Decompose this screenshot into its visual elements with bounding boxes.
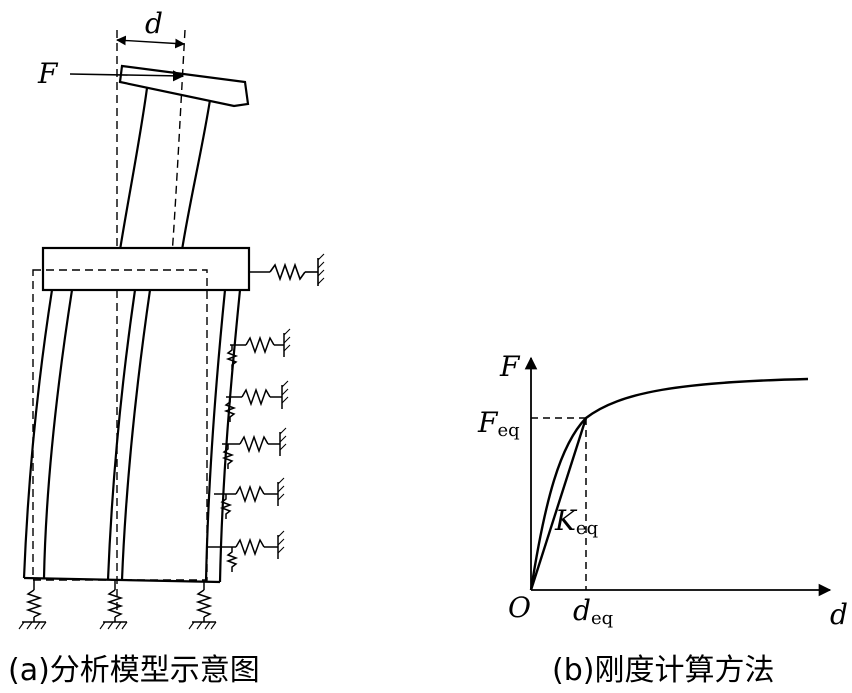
slab-horizontal-spring — [249, 253, 325, 286]
base-springs — [18, 578, 217, 630]
y-axis-label: F — [499, 350, 521, 383]
k-eq-label: Keq — [554, 504, 598, 539]
equivalent-stiffness-secant — [529, 417, 588, 591]
force-arrow — [69, 70, 185, 82]
side-spring-2 — [223, 380, 289, 422]
base-spring-middle — [99, 580, 128, 630]
side-spring-1 — [225, 328, 291, 370]
caption-a: (a)分析模型示意图 — [8, 653, 260, 688]
displacement-label: d — [145, 7, 163, 40]
lower-walls — [22, 289, 242, 583]
x-axis-label: d — [830, 598, 848, 631]
base-spring-left — [18, 578, 47, 630]
k-eq-main: K — [554, 504, 578, 537]
side-springs — [206, 328, 291, 572]
base-slab — [23, 576, 221, 584]
force-displacement-curve — [529, 377, 809, 591]
d-eq-sub: eq — [591, 608, 613, 629]
transfer-slab — [41, 246, 251, 292]
side-spring-5 — [206, 530, 285, 572]
k-eq-sub: eq — [576, 518, 598, 539]
side-spring-3 — [221, 427, 287, 469]
origin-label: O — [508, 591, 531, 624]
upper-column — [118, 87, 212, 251]
f-eq-main: F — [477, 406, 499, 439]
reference-dashed-lines — [116, 29, 186, 612]
analysis-model-diagram — [18, 29, 325, 630]
stiffness-chart — [524, 356, 832, 597]
base-spring-right — [188, 582, 217, 630]
caption-b: (b)刚度计算方法 — [552, 653, 774, 688]
undeformed-outline — [32, 269, 208, 581]
d-eq-main: d — [573, 594, 591, 627]
f-eq-label: Feq — [477, 406, 520, 441]
displacement-dimension — [116, 35, 185, 49]
column-cap — [118, 64, 250, 108]
d-eq-label: deq — [573, 594, 613, 629]
f-eq-sub: eq — [497, 420, 519, 441]
force-label: F — [37, 57, 59, 90]
side-spring-4 — [214, 477, 285, 519]
